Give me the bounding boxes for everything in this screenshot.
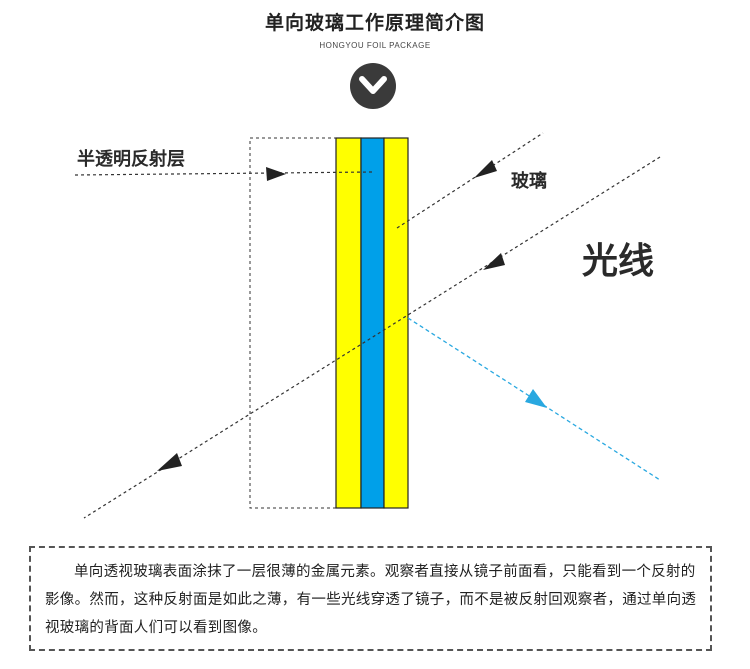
glass-pointer-line — [396, 132, 544, 229]
chevron-down-icon — [350, 63, 396, 109]
reflective-layer — [360, 137, 385, 509]
light-label: 光线 — [582, 241, 655, 282]
reflected-ray-arrow — [525, 389, 547, 408]
light-ray — [83, 156, 661, 519]
glass-pointer-arrow — [474, 160, 497, 178]
reflective-layer-pointer — [74, 171, 373, 176]
reflective-layer-label: 半透明反射层 — [77, 149, 185, 170]
glass-label: 玻璃 — [511, 171, 547, 192]
description-text: 单向透视玻璃表面涂抹了一层很薄的金属元素。观察者直接从镜子前面看，只能看到一个反… — [45, 564, 697, 636]
light-ray-arrow-upper — [483, 253, 505, 270]
page-subtitle: HONGYOU FOIL PACKAGE — [319, 41, 431, 50]
light-ray-arrow-lower — [157, 453, 182, 471]
page-title: 单向玻璃工作原理简介图 — [264, 12, 485, 34]
observer-zone-outline — [249, 137, 337, 509]
description-box: 单向透视玻璃表面涂抹了一层很薄的金属元素。观察者直接从镜子前面看，只能看到一个反… — [29, 546, 712, 651]
pointer-arrow — [266, 167, 286, 181]
glass-layer-back — [383, 137, 409, 509]
glass-layer-front — [335, 137, 362, 509]
